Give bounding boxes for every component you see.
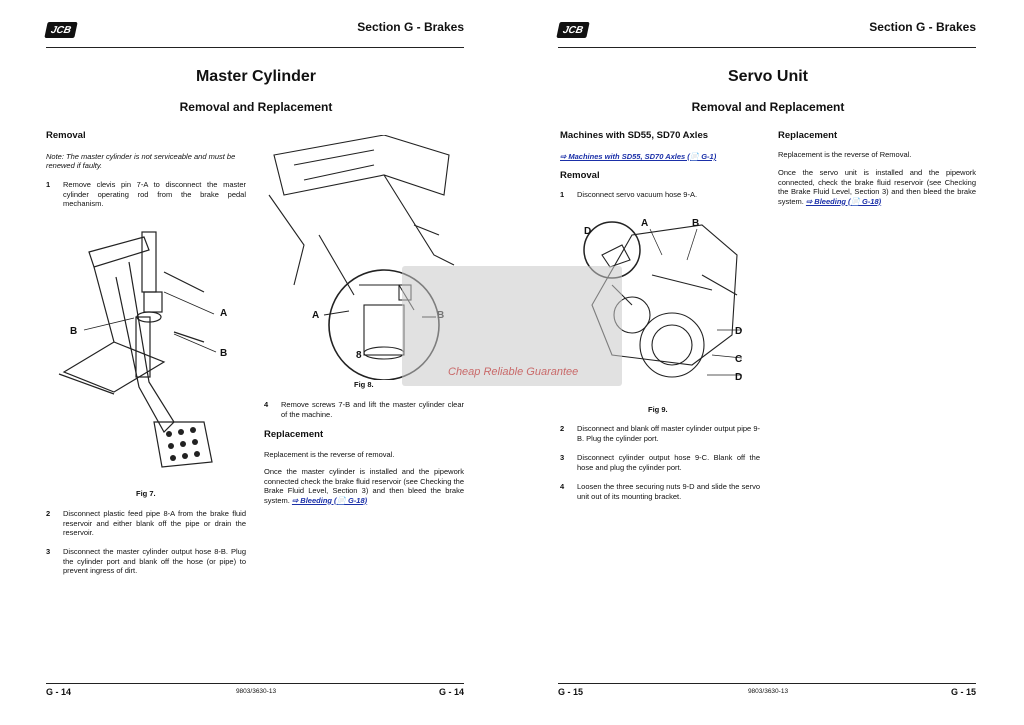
step-1: 1 Disconnect servo vacuum hose 9-A. <box>560 190 760 200</box>
page-g14: JCB Section G - Brakes Master Cylinder R… <box>44 20 464 697</box>
section-header: Section G - Brakes <box>869 20 976 34</box>
jcb-logo: JCB <box>556 22 590 38</box>
replacement-heading: Replacement <box>778 130 838 141</box>
fig7-caption: Fig 7. <box>136 489 156 498</box>
step-number: 3 <box>560 453 565 462</box>
fig7-label-b1: B <box>70 326 78 337</box>
replacement-heading: Replacement <box>264 429 324 440</box>
replacement-text-2: Once the servo unit is installed and the… <box>778 168 976 206</box>
fig8-label-a: A <box>312 310 320 321</box>
fig9-label-d3: D <box>735 372 743 383</box>
step-2: 2 Disconnect plastic feed pipe 8-A from … <box>46 509 246 538</box>
fig8-caption: Fig 8. <box>354 380 374 389</box>
watermark-badge <box>402 266 622 386</box>
removal-heading: Removal <box>560 170 600 181</box>
footer-page-right: G - 14 <box>438 687 464 697</box>
step-number: 2 <box>560 424 565 433</box>
page-title: Servo Unit <box>727 68 808 85</box>
replacement-body: Once the servo unit is installed and the… <box>778 168 976 206</box>
page-subtitle: Removal and Replacement <box>691 100 845 114</box>
footer-page-right: G - 15 <box>950 687 976 697</box>
machines-heading: Machines with SD55, SD70 Axles <box>560 130 709 141</box>
fig9-caption: Fig 9. <box>648 405 668 414</box>
step-4: 4 Loosen the three securing nuts 9-D and… <box>560 482 760 501</box>
page-g15: JCB Section G - Brakes Servo Unit Remova… <box>512 0 1024 725</box>
fig7-label-b2: B <box>220 348 228 359</box>
step-number: 4 <box>560 482 565 491</box>
step-text: Disconnect servo vacuum hose 9-A. <box>577 190 698 199</box>
fig7-label-a: A <box>220 308 228 319</box>
step-number: 3 <box>46 547 51 556</box>
replacement-text-2: Once the master cylinder is installed an… <box>264 467 464 505</box>
step-text: Remove screws 7-B and lift the master cy… <box>281 400 464 419</box>
machines-link[interactable]: ⇨ Machines with SD55, SD70 Axles (📄 G-1) <box>560 152 717 161</box>
step-number: 1 <box>46 180 51 189</box>
fig8-label-8: 8 <box>356 350 362 361</box>
removal-heading: Removal <box>46 130 86 141</box>
footer-page-left: G - 14 <box>46 687 72 697</box>
replacement-text-1: Replacement is the reverse of Removal. <box>778 150 912 159</box>
fig9-label-b: B <box>692 218 700 229</box>
step-text: Disconnect cylinder output hose 9-C. Bla… <box>577 453 760 472</box>
footer-doc-number: 9803/3630-13 <box>747 688 789 695</box>
step-text: Remove clevis pin 7-A to disconnect the … <box>63 180 246 208</box>
header-divider <box>46 47 464 48</box>
footer-divider <box>558 683 976 684</box>
footer-divider <box>46 683 464 684</box>
step-1: 1 Remove clevis pin 7-A to disconnect th… <box>46 180 246 209</box>
page-title: Master Cylinder <box>195 68 317 85</box>
fig7-illustration <box>58 231 217 468</box>
note-text: Note: The master cylinder is not service… <box>46 152 236 170</box>
step-4: 4 Remove screws 7-B and lift the master … <box>264 400 464 419</box>
step-3: 3 Disconnect the master cylinder output … <box>46 547 246 576</box>
page-subtitle: Removal and Replacement <box>179 100 333 114</box>
footer-page-left: G - 15 <box>558 687 584 697</box>
replacement-text-1: Replacement is the reverse of removal. <box>264 450 395 459</box>
replacement-body: Once the master cylinder is installed an… <box>264 467 464 505</box>
step-number: 4 <box>264 400 269 409</box>
jcb-logo: JCB <box>44 22 78 38</box>
step-3: 3 Disconnect cylinder output hose 9-C. B… <box>560 453 760 472</box>
step-number: 2 <box>46 509 51 518</box>
step-2: 2 Disconnect and blank off master cylind… <box>560 424 760 443</box>
bleeding-link[interactable]: ⇨ Bleeding (📄 G-18) <box>805 196 882 206</box>
bleeding-link[interactable]: ⇨ Bleeding (📄 G-18) <box>291 495 368 505</box>
fig9-label-c: C <box>735 354 743 365</box>
header-divider <box>558 47 976 48</box>
section-header: Section G - Brakes <box>357 20 464 34</box>
fig9-label-d2: D <box>735 326 743 337</box>
step-text: Disconnect the master cylinder output ho… <box>63 547 246 575</box>
footer-doc-number: 9803/3630-13 <box>235 688 277 695</box>
fig9-label-d1: D <box>584 226 592 237</box>
fig9-label-a: A <box>641 218 649 229</box>
step-number: 1 <box>560 190 565 199</box>
step-text: Loosen the three securing nuts 9-D and s… <box>577 482 760 501</box>
step-text: Disconnect and blank off master cylinder… <box>577 424 760 443</box>
watermark-text: Cheap Reliable Guarantee <box>448 366 579 378</box>
step-text: Disconnect plastic feed pipe 8-A from th… <box>63 509 246 537</box>
